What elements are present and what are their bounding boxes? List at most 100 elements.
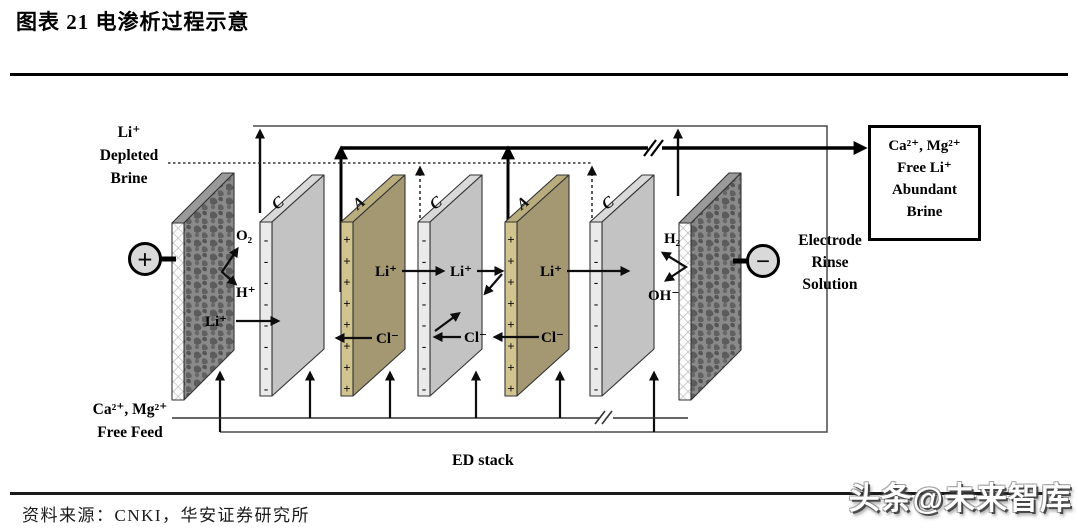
membrane-charge-sign: + [343, 232, 350, 247]
C-membrane: --------C [589, 174, 655, 397]
membrane-charge-sign: - [594, 317, 598, 332]
slab-edge [678, 222, 692, 401]
li-label-3: Li⁺ [450, 264, 473, 280]
membrane-charge-sign: + [507, 360, 514, 375]
membrane-charge-sign: + [507, 317, 514, 332]
anode-sign: + [137, 245, 152, 275]
deflect-arrow-down [483, 273, 503, 296]
product-brine-box: Ca²⁺, Mg²⁺ Free Li⁺ Abundant Brine [868, 125, 981, 241]
deflect-arrow-up [434, 311, 461, 332]
membrane-charge-sign: + [343, 360, 350, 375]
feed-inlet-arrows [305, 370, 565, 418]
membrane-charge-sign: - [422, 381, 426, 396]
membrane-charge-sign: - [264, 381, 268, 396]
li-label-4: Li⁺ [540, 264, 563, 280]
diluate-dotted-line [168, 162, 597, 278]
electrode-rinse-label: Electrode Rinse Solution [775, 230, 885, 296]
product-line2: Free Li⁺ [897, 160, 952, 176]
li-depleted-line1: Li⁺ [117, 124, 141, 141]
membrane-charge-sign: - [594, 253, 598, 268]
membrane-stack: --------C++++++++A--------C++++++++A----… [171, 172, 742, 401]
anode-plate [171, 172, 235, 401]
figure-title: 图表 21 电渗析过程示意 [16, 10, 250, 34]
membrane-charge-sign: - [594, 381, 598, 396]
rinse-line2: Rinse [811, 254, 849, 271]
feed-line [172, 410, 688, 425]
membrane-charge-sign: + [507, 296, 514, 311]
membrane-charge-sign: - [422, 253, 426, 268]
C-membrane: --------C [417, 174, 483, 397]
li-ion-arrows [236, 266, 631, 332]
membrane-charge-sign: + [343, 381, 350, 396]
membrane-charge-sign: - [422, 275, 426, 290]
electrode-rinse-loop-line [220, 125, 828, 433]
cathode-terminal: − [733, 244, 780, 278]
feed-label: Ca²⁺, Mg²⁺ Free Feed [74, 398, 186, 444]
h2-label: H₂ [664, 231, 681, 247]
anode-gas-arrows [220, 246, 239, 286]
membrane-charge-sign: + [343, 339, 350, 354]
cl-label-2: Cl⁻ [464, 330, 487, 346]
membrane-charge-sign: + [343, 275, 350, 290]
membrane-charge-sign: - [594, 275, 598, 290]
C-membrane: --------C [259, 174, 325, 397]
slab-edge [417, 221, 431, 397]
membrane-charge-sign: - [264, 317, 268, 332]
watermark: 头条@未来智库 [848, 481, 1072, 516]
rinse-line1: Electrode [798, 232, 862, 249]
anode-terminal: + [128, 242, 176, 276]
membrane-charge-sign: + [343, 253, 350, 268]
li-label-1: Li⁺ [205, 314, 228, 330]
membrane-charge-sign: - [264, 253, 268, 268]
membrane-charge-sign: + [507, 339, 514, 354]
membrane-charge-sign: - [422, 296, 426, 311]
slab-edge [171, 222, 185, 401]
membrane-charge-sign: + [507, 381, 514, 396]
ed-stack-label: ED stack [452, 452, 514, 469]
product-line3: Abundant [891, 182, 958, 198]
membrane-charge-sign: - [264, 360, 268, 375]
membrane-charge-sign: - [594, 339, 598, 354]
membrane-charge-sign: + [507, 275, 514, 290]
feed-line2: Free Feed [97, 424, 163, 441]
membrane-charge-sign: - [264, 296, 268, 311]
membrane-charge-sign: + [507, 232, 514, 247]
li-depleted-line2: Depleted [99, 147, 159, 164]
source-note: 资料来源：CNKI，华安证券研究所 [22, 506, 311, 525]
h-plus-label: H⁺ [236, 285, 256, 301]
cl-label-3: Cl⁻ [541, 330, 564, 346]
cathode-sign: − [756, 249, 770, 276]
membrane-charge-sign: + [343, 317, 350, 332]
cathode-plate [678, 172, 742, 401]
membrane-charge-sign: + [343, 296, 350, 311]
A-membrane: ++++++++A [504, 174, 570, 397]
membrane-charge-sign: + [507, 253, 514, 268]
slab-edge [589, 221, 603, 397]
product-line4: Brine [906, 204, 943, 220]
top-rule [10, 73, 1068, 76]
membrane-charge-sign: - [422, 360, 426, 375]
membrane-charge-sign: - [264, 339, 268, 354]
membrane-charge-sign: - [422, 339, 426, 354]
product-line1: Ca²⁺, Mg²⁺ [888, 138, 961, 154]
membrane-charge-sign: - [264, 275, 268, 290]
A-membrane: ++++++++A [340, 174, 406, 397]
membrane-charge-sign: - [594, 296, 598, 311]
li-depleted-line3: Brine [110, 170, 148, 187]
membrane-charge-sign: - [594, 360, 598, 375]
cl-label-1: Cl⁻ [376, 331, 399, 347]
li-depleted-brine-label: Li⁺ Depleted Brine [82, 121, 176, 190]
li-label-2: Li⁺ [375, 264, 398, 280]
feed-line1: Ca²⁺, Mg²⁺ [92, 401, 168, 418]
cl-ion-arrows [334, 332, 539, 343]
membrane-charge-sign: - [422, 232, 426, 247]
cathode-gas-arrows [660, 251, 689, 282]
membrane-charge-sign: - [594, 232, 598, 247]
o2-label: O₂ [236, 228, 253, 244]
membrane-charge-sign: - [422, 317, 426, 332]
slab-edge [259, 221, 273, 397]
oh-label: OH⁻ [648, 288, 680, 304]
